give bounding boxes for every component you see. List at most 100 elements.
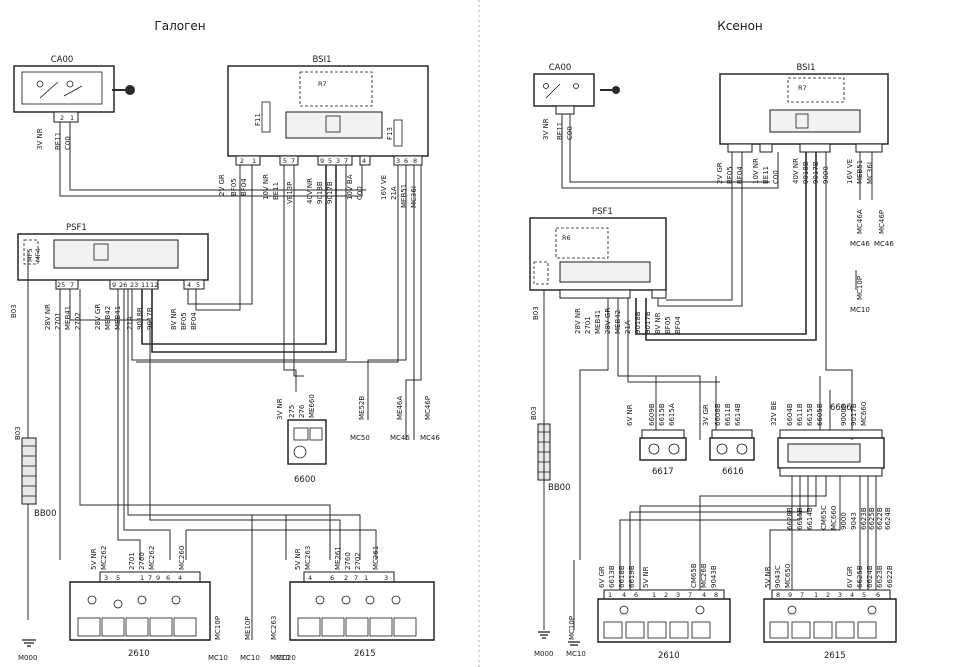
- svg-text:2701: 2701: [54, 312, 62, 330]
- svg-text:4: 4: [187, 281, 191, 289]
- svg-text:6622B: 6622B: [886, 565, 894, 588]
- svg-text:6614B: 6614B: [734, 403, 742, 426]
- svg-text:7: 7: [344, 157, 348, 165]
- svg-text:6V NR: 6V NR: [626, 404, 634, 426]
- svg-text:CA00: CA00: [549, 63, 572, 73]
- svg-text:8: 8: [413, 157, 417, 165]
- svg-text:9043B: 9043B: [710, 565, 718, 588]
- svg-text:MC263: MC263: [270, 616, 278, 640]
- svg-text:275: 275: [288, 405, 296, 418]
- key-icon-xenon: [600, 86, 620, 94]
- svg-text:BE11: BE11: [762, 166, 770, 184]
- svg-text:6618B: 6618B: [618, 565, 626, 588]
- svg-text:2: 2: [826, 591, 830, 599]
- psf1-module-xenon: PSF1 R6 B03 28V NR 2701 MEB41 28V GR MEB…: [529, 207, 682, 334]
- right-ground-refs: MC46A MC46 MC46P MC46 MC10P MC10: [850, 209, 894, 314]
- svg-text:1: 1: [608, 591, 612, 599]
- svg-text:1: 1: [140, 574, 144, 582]
- ca00-label: CA00: [51, 55, 74, 65]
- svg-text:6: 6: [876, 591, 880, 599]
- svg-text:28V NR: 28V NR: [574, 308, 582, 334]
- ground-mc46: MC46: [390, 434, 410, 442]
- svg-text:2701: 2701: [584, 316, 592, 334]
- svg-text:BF04: BF04: [736, 166, 744, 184]
- svg-text:21A: 21A: [126, 316, 134, 330]
- svg-text:6617: 6617: [652, 467, 674, 477]
- svg-text:2702: 2702: [74, 312, 82, 330]
- psf1-label: PSF1: [66, 223, 87, 233]
- svg-text:MC46A: MC46A: [856, 209, 864, 234]
- svg-text:B03: B03: [10, 304, 18, 318]
- svg-text:MEB51: MEB51: [400, 184, 408, 208]
- svg-text:MC10: MC10: [566, 650, 586, 658]
- svg-text:3V NR: 3V NR: [36, 128, 44, 150]
- svg-text:9: 9: [788, 591, 792, 599]
- svg-text:BF05: BF05: [726, 166, 734, 184]
- svg-text:23: 23: [130, 281, 138, 289]
- svg-text:C00: C00: [772, 170, 780, 184]
- svg-text:6615B: 6615B: [658, 403, 666, 426]
- svg-text:BF05: BF05: [664, 316, 672, 334]
- svg-text:MF4: MF4: [34, 249, 42, 262]
- left-ground-refs: ME52B MC50 ME46A MC46 MC46P MC46: [350, 396, 440, 442]
- svg-text:BB00: BB00: [34, 509, 56, 519]
- svg-text:MC10: MC10: [240, 654, 260, 662]
- svg-text:6611B: 6611B: [724, 403, 732, 426]
- module-6600-label: 6600: [294, 475, 316, 485]
- bsi1-module: BSI1 R7 F11 F13 2 1 5 7 9 5 3 7 4 3: [218, 55, 429, 208]
- svg-text:C00: C00: [64, 136, 72, 150]
- svg-text:8V NR: 8V NR: [170, 308, 178, 330]
- svg-text:6619B: 6619B: [628, 565, 636, 588]
- svg-text:4: 4: [622, 591, 626, 599]
- svg-text:3: 3: [396, 157, 400, 165]
- svg-text:MC650: MC650: [784, 564, 792, 588]
- ignition-switch-ca00: CA00 2 1 3V NR BE11 C00: [13, 55, 135, 150]
- bsi1-label: BSI1: [313, 55, 332, 65]
- svg-text:6611B: 6611B: [796, 403, 804, 426]
- ground-bar-bb00: B03 B03 BB00: [10, 304, 56, 519]
- key-icon: [112, 85, 135, 95]
- svg-text:6623B: 6623B: [860, 507, 868, 530]
- svg-text:MC36I: MC36I: [866, 162, 874, 184]
- svg-text:BF05: BF05: [180, 312, 188, 330]
- svg-text:MC46P: MC46P: [424, 396, 432, 420]
- svg-text:8V NR: 8V NR: [654, 312, 662, 334]
- svg-text:8: 8: [714, 591, 718, 599]
- svg-text:1: 1: [652, 591, 656, 599]
- svg-text:2702: 2702: [354, 552, 362, 570]
- svg-text:6: 6: [404, 157, 408, 165]
- svg-text:10V NR: 10V NR: [752, 158, 760, 184]
- left-bottom-grounds: M000 MC10 MC10 MC10P MC10 MC263 MC20 ME1…: [18, 616, 296, 662]
- svg-text:6V GR: 6V GR: [598, 566, 606, 588]
- switch-2610-label: 2610: [128, 649, 150, 659]
- switch-2610: 5V NR MC262 2701 2760 MC262 MC260 3 5 1 …: [69, 546, 211, 659]
- svg-text:6609B: 6609B: [648, 403, 656, 426]
- svg-text:MC262: MC262: [148, 546, 156, 570]
- svg-text:1: 1: [814, 591, 818, 599]
- svg-text:3: 3: [336, 157, 340, 165]
- svg-text:MC261: MC261: [372, 546, 380, 570]
- ignition-switch-ca00-xenon: CA00 3V NR BE11 C00: [533, 63, 620, 140]
- svg-text:9000: 9000: [840, 512, 848, 530]
- svg-text:2V GR: 2V GR: [218, 174, 226, 196]
- svg-text:2: 2: [240, 157, 244, 165]
- ground-m000: M000: [18, 654, 37, 662]
- svg-text:4: 4: [178, 574, 182, 582]
- svg-text:2760: 2760: [344, 552, 352, 570]
- svg-text:10V NR: 10V NR: [262, 174, 270, 200]
- svg-text:5V NR: 5V NR: [294, 548, 302, 570]
- svg-text:7: 7: [291, 157, 295, 165]
- switch-2610-xenon: 6V GR 6613B 6618B 6619B 5V NR CM65B MC26…: [597, 563, 731, 661]
- ground-mc50: MC50: [350, 434, 370, 442]
- svg-text:8: 8: [776, 591, 780, 599]
- svg-text:276: 276: [298, 404, 306, 418]
- svg-text:11: 11: [141, 281, 149, 289]
- svg-text:9018B: 9018B: [136, 307, 144, 330]
- svg-text:9043: 9043: [850, 512, 858, 530]
- svg-text:6623B: 6623B: [876, 565, 884, 588]
- svg-text:MC10P: MC10P: [856, 276, 864, 300]
- svg-text:B03: B03: [14, 426, 22, 440]
- svg-text:7: 7: [148, 574, 152, 582]
- psf1-module: PSF1 MF5 MF4 25 7 9 26 23 11 12 4 5 28V …: [17, 223, 209, 330]
